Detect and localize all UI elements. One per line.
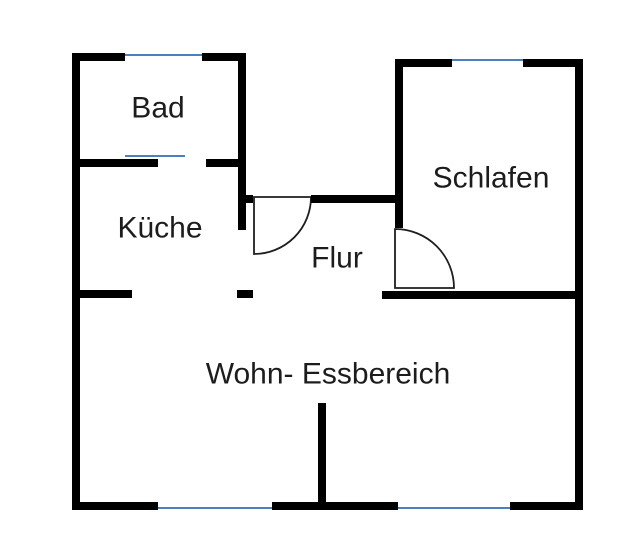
window-wohnbereich-window-left	[158, 507, 272, 509]
room-label-wohn-essbereich: Wohn- Essbereich	[205, 357, 451, 391]
window-bad-window	[125, 54, 202, 56]
wall-entrance-door-stub	[246, 195, 253, 203]
wall-schlafen-top-right	[523, 59, 583, 67]
room-label-flur: Flur	[311, 241, 363, 275]
wall-flur-bottom-stub	[237, 290, 253, 298]
wall-bad-top-right	[202, 53, 246, 61]
wall-flur-top	[311, 195, 396, 203]
wall-wohnbereich-partition	[318, 403, 326, 510]
wall-outer-right	[575, 59, 583, 510]
room-label-bad: Bad	[131, 91, 185, 125]
wall-outer-left	[72, 53, 80, 510]
room-label-kueche: Küche	[117, 211, 203, 245]
window-schlafen-window	[452, 59, 523, 61]
schlafen-door-swing	[394, 228, 455, 289]
window-wohnbereich-window-right	[398, 507, 510, 509]
wall-bad-kueche-divider-right	[206, 159, 246, 167]
wall-bottom-middle	[272, 502, 398, 510]
wall-bottom-right	[510, 502, 583, 510]
wall-schlafen-top-left	[395, 59, 452, 67]
wall-kueche-right	[238, 53, 246, 230]
wall-kueche-bottom-stub	[72, 290, 132, 298]
wall-bottom-left	[72, 502, 158, 510]
window-bad-kueche-window	[125, 155, 185, 157]
wall-bad-kueche-divider-left	[72, 159, 158, 167]
wall-schlafen-flur-bottom	[382, 291, 576, 299]
wall-schlafen-left	[395, 59, 403, 228]
room-label-schlafen: Schlafen	[432, 161, 550, 195]
entrance-door-swing	[253, 196, 312, 255]
wall-bad-top-left	[72, 53, 125, 61]
